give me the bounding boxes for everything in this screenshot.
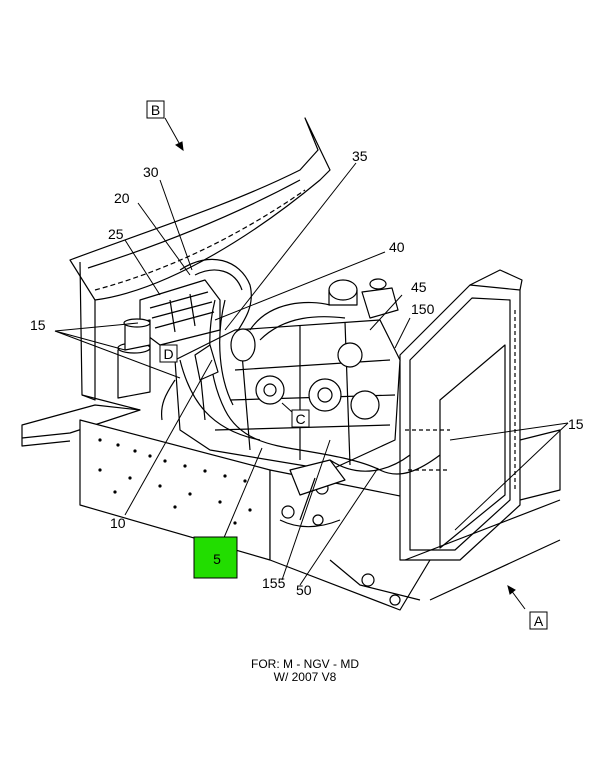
callout-155: 155 xyxy=(262,575,286,591)
caption-line-1: FOR: M - NGV - MD xyxy=(251,657,359,671)
callout-25: 25 xyxy=(108,226,124,242)
callout-5-highlight[interactable]: 5 xyxy=(193,536,238,579)
view-label-a-text: A xyxy=(534,613,544,629)
view-label-b: B xyxy=(146,100,165,119)
view-label-c-text: C xyxy=(295,411,305,427)
callout-5: 5 xyxy=(213,551,221,567)
caption-line-2: W/ 2007 V8 xyxy=(273,670,337,684)
callout-10: 10 xyxy=(110,515,126,531)
view-label-b-text: B xyxy=(151,102,160,118)
callout-150: 150 xyxy=(411,301,435,317)
callout-15-left: 15 xyxy=(30,317,46,333)
callout-20: 20 xyxy=(114,190,130,206)
callout-40: 40 xyxy=(389,239,405,255)
leader-lines xyxy=(54,117,569,610)
view-label-a: A xyxy=(529,611,548,630)
view-label-d-text: D xyxy=(163,346,173,362)
engine-assembly-illustration xyxy=(21,117,561,611)
view-label-d: D xyxy=(159,344,178,363)
callout-15-right: 15 xyxy=(568,416,584,432)
callout-45: 45 xyxy=(411,279,427,295)
view-label-c: C xyxy=(291,409,310,428)
callout-50: 50 xyxy=(296,582,312,598)
callout-35: 35 xyxy=(352,148,368,164)
callout-30: 30 xyxy=(143,164,159,180)
callout-numbers: 30 35 20 25 40 45 150 15 15 10 155 50 xyxy=(30,148,584,598)
